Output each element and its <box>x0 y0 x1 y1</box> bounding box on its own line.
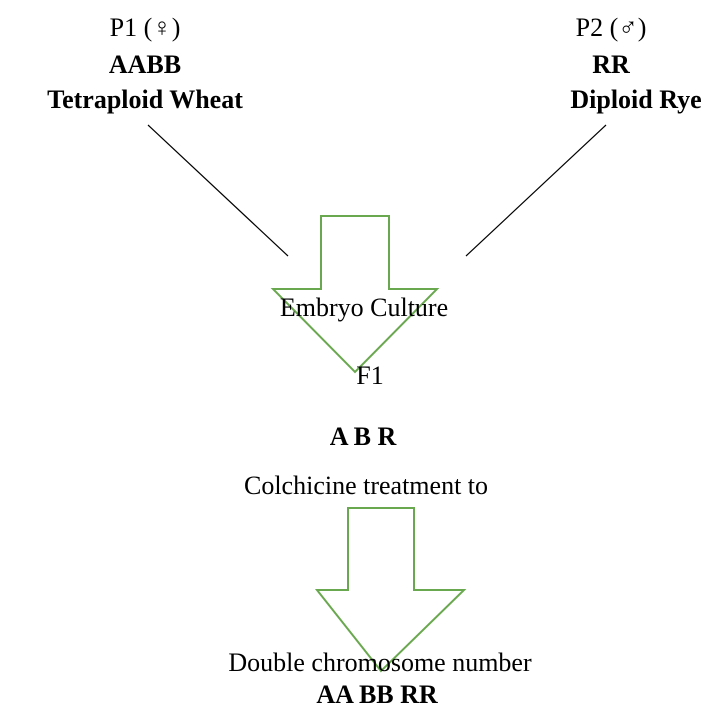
embryo-culture-label: Embryo Culture <box>279 293 449 322</box>
colchicine-arrow <box>314 507 467 673</box>
parent2-name: Diploid Rye <box>570 85 702 114</box>
result-genome: AA BB RR <box>316 680 438 709</box>
parent1-genome: AABB <box>108 50 182 79</box>
parent2-genome: RR <box>592 50 630 79</box>
colchicine-label: Colchicine treatment to <box>243 471 489 500</box>
parent1-label: P1 (♀) <box>109 13 181 42</box>
parent1-name: Tetraploid Wheat <box>47 85 243 114</box>
embryo-culture-arrow <box>270 215 440 374</box>
f1-genome: A B R <box>329 422 397 451</box>
parent2-connector-line <box>465 124 607 257</box>
f1-label: F1 <box>356 361 384 390</box>
parent1-connector-line <box>147 124 289 257</box>
result-label: Double chromosome number <box>228 648 532 677</box>
parent2-label: P2 (♂) <box>575 13 647 42</box>
